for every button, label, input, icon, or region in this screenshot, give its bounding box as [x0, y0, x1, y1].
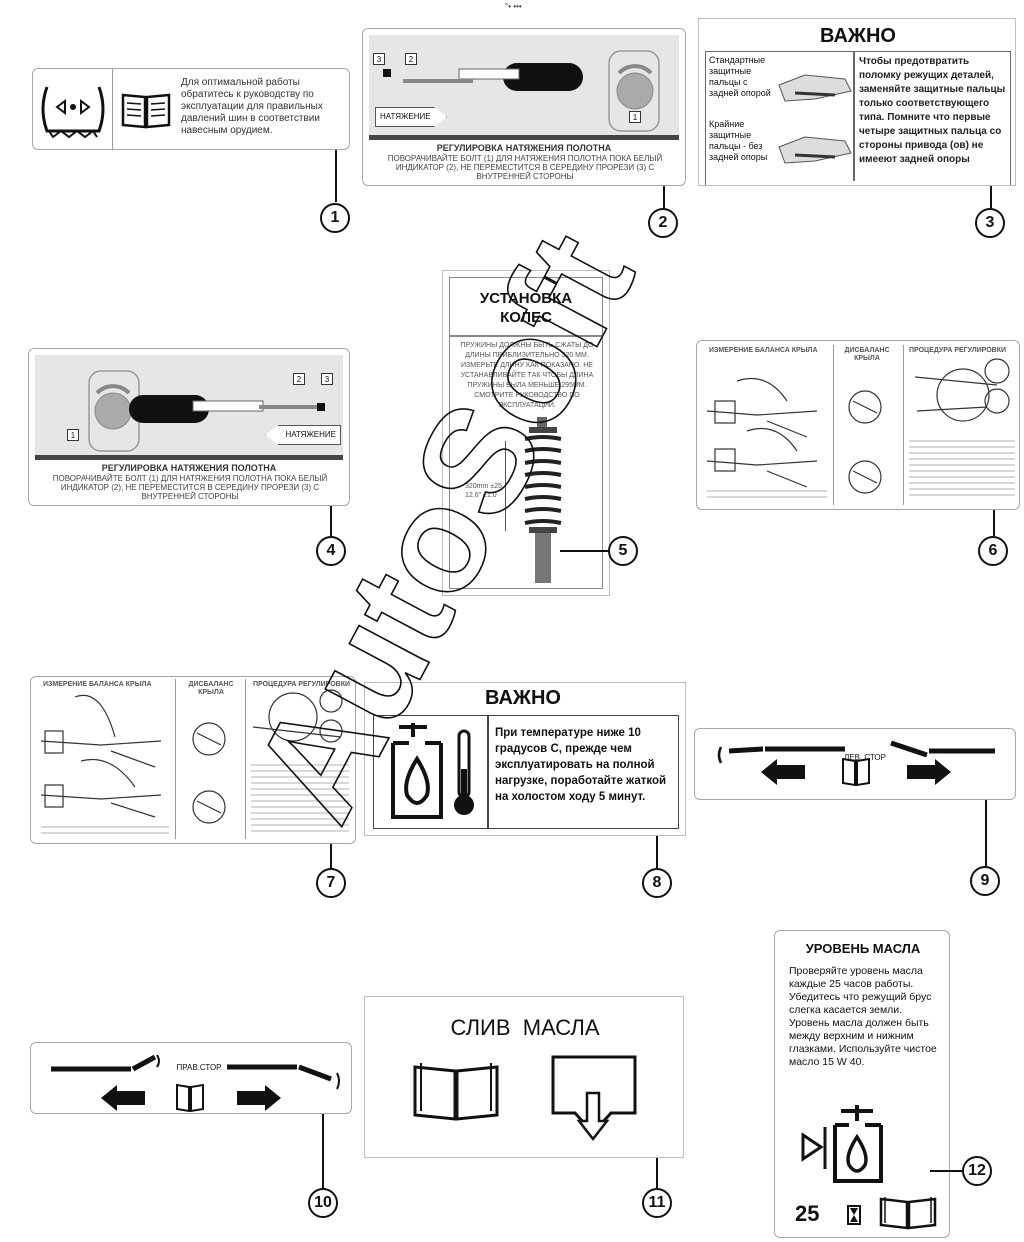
oil-level-title: УРОВЕНЬ МАСЛА — [805, 941, 921, 956]
callout-7: 7 — [316, 868, 346, 898]
top-mark: °• ••• — [505, 2, 522, 11]
belt-tension-text: ПОВОРАЧИВАЙТЕ БОЛТ (1) ДЛЯ НАТЯЖЕНИЯ ПОЛ… — [52, 474, 328, 501]
callout-11: 11 — [642, 1188, 672, 1218]
hourglass-icon — [847, 1205, 861, 1225]
callout-8: 8 — [642, 868, 672, 898]
decal-belt-tension-left: 1 2 3 НАТЯЖЕНИЕ РЕГУЛИРОВКА НАТЯЖЕНИЯ ПО… — [28, 348, 350, 506]
label-standard-fingers: Стандартные защитные пальцы с задней опо… — [709, 55, 771, 98]
guard-fingers-text: Чтобы предотвратить поломку режущих дета… — [859, 56, 1006, 165]
decal-left-side: ЛЕВ. СТОР — [694, 728, 1016, 800]
tag-1: 1 — [67, 429, 79, 441]
wheel-install-title: УСТАНОВКА КОЛЕС — [479, 290, 573, 326]
oil-interval-hours: 25 — [795, 1201, 820, 1226]
manual-book-icon — [877, 1195, 939, 1231]
left-side-label: ЛЕВ. СТОР — [844, 753, 886, 762]
callout-3: 3 — [975, 208, 1005, 238]
callout-9: 9 — [970, 866, 1000, 896]
wing-balance-heading: ИЗМЕРЕНИЕ БАЛАНСА КРЫЛА — [43, 681, 152, 688]
belt-tension-text: ПОВОРАЧИВАЙТЕ БОЛТ (1) ДЛЯ НАТЯЖЕНИЯ ПОЛ… — [387, 154, 663, 181]
label-end-fingers: Крайние защитные пальцы - без задней опо… — [709, 119, 768, 162]
cold-warmup-text: При температуре ниже 10 градусов С, преж… — [495, 727, 667, 803]
oil-thermometer-icon — [379, 719, 483, 825]
oil-drain-title: СЛИВ МАСЛА — [450, 1015, 600, 1040]
tire-pressure-icon — [33, 69, 113, 149]
drain-icon — [549, 1053, 639, 1149]
decal-guard-fingers: ВАЖНО Стандартные защитные пальцы с задн… — [698, 18, 1016, 186]
adjust-procedure-heading: ПРОЦЕДУРА РЕГУЛИРОВКИ — [909, 347, 1007, 354]
callout-5: 5 — [608, 536, 638, 566]
important-title: ВАЖНО — [485, 687, 561, 709]
decal-right-side: ПРАВ.СТОР — [30, 1042, 352, 1114]
decal-wing-balance-1: ИЗМЕРЕНИЕ БАЛАНСА КРЫЛА ДИСБАЛАНС КРЫЛА … — [696, 340, 1020, 510]
important-title: ВАЖНО — [820, 25, 896, 47]
tag-2: 2 — [405, 53, 417, 65]
adjust-procedure-heading: ПРОЦЕДУРА РЕГУЛИРОВКИ — [253, 681, 351, 688]
belt-tension-title: РЕГУЛИРОВКА НАТЯЖЕНИЯ ПОЛОТНА — [101, 463, 277, 473]
tag-3: 3 — [373, 53, 385, 65]
wing-imbalance-heading: ДИСБАЛАНС КРЫЛА — [844, 347, 890, 362]
wing-imbalance-heading: ДИСБАЛАНС КРЫЛА — [188, 681, 234, 696]
belt-tension-title: РЕГУЛИРОВКА НАТЯЖЕНИЯ ПОЛОТНА — [436, 143, 612, 153]
oil-level-icon — [797, 1103, 897, 1185]
callout-6: 6 — [978, 536, 1008, 566]
spring-dim-in: 12.6" ±1.0 — [465, 492, 497, 499]
manual-book-icon — [119, 87, 173, 131]
callout-1: 1 — [320, 203, 350, 233]
decal-tire-pressure: Для оптимальной работы обратитесь к руко… — [32, 68, 350, 150]
tire-pressure-text: Для оптимальной работы обратитесь к руко… — [181, 77, 323, 136]
tag-2: 2 — [293, 373, 305, 385]
callout-12: 12 — [962, 1156, 992, 1186]
decal-cold-warmup: ВАЖНО При температуре ниже 10 градусов С… — [364, 682, 686, 836]
decal-wing-balance-2: ИЗМЕРЕНИЕ БАЛАНСА КРЫЛА ДИСБАЛАНС КРЫЛА … — [30, 676, 356, 844]
spring-dim-mm: 320mm ±25 — [465, 483, 502, 490]
oil-level-text: Проверяйте уровень масла каждые 25 часов… — [789, 965, 937, 1068]
decal-wheel-install: УСТАНОВКА КОЛЕС ПРУЖИНЫ ДОЛЖНЫ БЫТЬ СЖАТ… — [442, 270, 610, 596]
callout-10: 10 — [308, 1188, 338, 1218]
wing-balance-heading: ИЗМЕРЕНИЕ БАЛАНСА КРЫЛА — [709, 347, 818, 354]
right-side-label: ПРАВ.СТОР — [176, 1063, 222, 1072]
decal-oil-level: УРОВЕНЬ МАСЛА Проверяйте уровень масла к… — [774, 930, 950, 1238]
decal-belt-tension-right: 3 2 1 НАТЯЖЕНИЕ РЕГУЛИРОВКА НАТЯЖЕНИЯ ПО… — [362, 28, 686, 186]
decal-oil-drain: СЛИВ МАСЛА — [364, 996, 684, 1158]
manual-book-icon — [411, 1057, 501, 1123]
tag-1: 1 — [629, 111, 641, 123]
tension-arrow-label: НАТЯЖЕНИЕ — [375, 107, 447, 127]
callout-2: 2 — [648, 208, 678, 238]
tag-3: 3 — [321, 373, 333, 385]
callout-4: 4 — [316, 536, 346, 566]
tension-arrow-label: НАТЯЖЕНИЕ — [265, 425, 341, 445]
wheel-install-text: ПРУЖИНЫ ДОЛЖНЫ БЫТЬ СЖАТЫ ДО ДЛИНЫ ПРИБЛ… — [460, 342, 594, 409]
